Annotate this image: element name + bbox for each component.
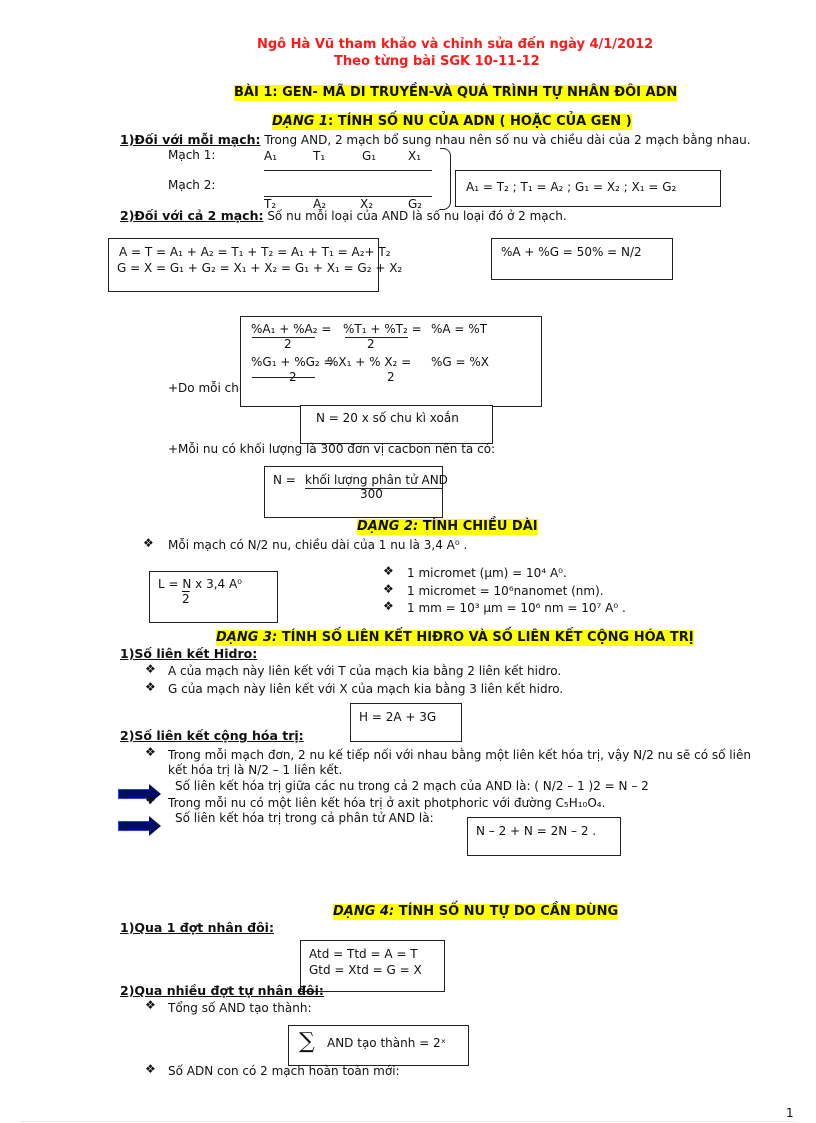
dang3-b2: G của mạch này liên kết với X của mạch k… [168, 682, 564, 696]
strand-1-line [264, 170, 432, 171]
unit-1: 1 micromet (µm) = 10⁴ A⁰. [407, 566, 567, 580]
den: 2 [289, 370, 297, 384]
dang3-b4: Trong mỗi nu có một liên kết hóa trị ở a… [168, 796, 606, 810]
percent-formula: %A + %G = 50% = N/2 [501, 245, 642, 259]
mass-den: 300 [360, 487, 383, 501]
page-footer-rule [20, 1121, 796, 1122]
dang1-s2: 2)Đối với cả 2 mạch: Số nu mỗi loại của … [120, 208, 567, 223]
hydrogen-box: H = 2A + 3G [350, 703, 462, 742]
helix-formula: N = 20 x số chu kì xoắn [316, 411, 459, 425]
free-nu-formula-2: Gtd = Xtd = G = X [309, 963, 422, 977]
pct-g-num1: %G₁ + %G₂ = [251, 355, 334, 369]
free-nu-formula-1: Atd = Ttd = A = T [309, 947, 418, 961]
m2-a: A₂ [313, 197, 327, 211]
strand-2-line [264, 196, 432, 197]
pct-a-num1: %A₁ + %A₂ = [251, 322, 332, 336]
helix-box: N = 20 x số chu kì xoắn [300, 405, 493, 444]
mass-box: N = khối lượng phân tử AND 300 [264, 466, 448, 518]
dang4-b1: Tổng số AND tạo thành: [168, 1001, 312, 1015]
den: 2 [367, 337, 375, 351]
m1-t: T₁ [313, 149, 326, 163]
dang3-arrow2-text: Số liên kết hóa trị trong cả phân tử AND… [175, 811, 434, 825]
total-bond-box: N – 2 + N = 2N – 2 . [467, 817, 621, 856]
dang3-b1: A của mạch này liên kết với T của mạch k… [168, 664, 562, 678]
moi-nu-text: +Mỗi nu có khối lượng là 300 đơn vị cacb… [168, 442, 496, 456]
m1-g: G₁ [362, 149, 377, 163]
m1-x: X₁ [408, 149, 422, 163]
bullet-icon: ❖ [383, 599, 394, 613]
bullet-icon: ❖ [143, 536, 154, 550]
m1-a: A₁ [264, 149, 278, 163]
unit-3: 1 mm = 10³ µm = 10⁶ nm = 10⁷ A⁰ . [407, 601, 626, 615]
m2-t: T₂ [264, 197, 277, 211]
pct-g-rest: %G = %X [431, 355, 490, 369]
header-line-1: Ngô Hà Vũ tham khảo và chỉnh sửa đến ngà… [257, 37, 654, 52]
pair-formula: A₁ = T₂ ; T₁ = A₂ ; G₁ = X₂ ; X₁ = G₂ [466, 180, 677, 194]
dang4-s2: 2)Qua nhiều đợt tự nhân đôi: [120, 983, 324, 998]
dang4-heading: DẠNG 4: TÍNH SỐ NU TỰ DO CẦN DÙNG [333, 904, 619, 920]
bullet-icon: ❖ [145, 680, 156, 694]
sigma-icon: ∑ [299, 1029, 315, 1054]
bullet-icon: ❖ [383, 582, 394, 596]
unit-2: 1 micromet = 10⁶nanomet (nm). [407, 584, 604, 598]
mach2-label: Mạch 2: [168, 178, 216, 192]
sum-formula-box: A = T = A₁ + A₂ = T₁ + T₂ = A₁ + T₁ = A₂… [108, 238, 402, 292]
den: 2 [284, 337, 292, 351]
sum-line-1: A = T = A₁ + A₂ = T₁ + T₂ = A₁ + T₁ = A₂… [119, 245, 391, 259]
dang3-b3a: Trong mỗi mạch đơn, 2 nu kế tiếp nối với… [168, 748, 751, 762]
total-bond-formula: N – 2 + N = 2N – 2 . [476, 824, 597, 838]
dang2-bullet: Mỗi mạch có N/2 nu, chiều dài của 1 nu l… [168, 538, 468, 552]
dang1-s1: 1)Đối với mỗi mạch: Trong AND, 2 mạch bổ… [120, 132, 751, 147]
dang3-heading: DẠNG 3: TÍNH SỐ LIÊN KẾT HIĐRO VÀ SỐ LIÊ… [216, 630, 694, 646]
bullet-icon: ❖ [145, 662, 156, 676]
dang1-heading: DẠNG 1: TÍNH SỐ NU CỦA ADN ( HOẶC CỦA GE… [272, 114, 632, 130]
m2-x: X₂ [360, 197, 374, 211]
percent-detail-box: %A₁ + %A₂ = %T₁ + %T₂ = %A = %T 2 2 %G₁ … [240, 316, 542, 407]
dang2-heading: DẠNG 2: TÍNH CHIỀU DÀI [357, 519, 538, 535]
frac-line [345, 337, 408, 338]
header-line-2: Theo từng bài SGK 10-11-12 [334, 54, 540, 69]
dang3-s2: 2)Số liên kết cộng hóa trị: [120, 728, 304, 743]
bullet-icon: ❖ [145, 998, 156, 1012]
mass-num: khối lượng phân tử AND [305, 473, 448, 487]
do-moi-text: +Do mỗi ch [168, 381, 239, 395]
dang4-s1: 1)Qua 1 đợt nhân đôi: [120, 920, 274, 935]
length-box: L = N x 3,4 A⁰ 2 [149, 571, 278, 623]
brace [440, 148, 451, 210]
dang3-s1: 1)Số liên kết Hidro: [120, 646, 258, 661]
bullet-icon: ❖ [145, 1062, 156, 1076]
arrow-right-icon [118, 816, 161, 836]
hydrogen-formula: H = 2A + 3G [359, 710, 437, 724]
mach1-label: Mạch 1: [168, 148, 216, 162]
sum-line-2: G = X = G₁ + G₂ = X₁ + X₂ = G₁ + X₁ = G₂… [117, 261, 403, 275]
page-number: 1 [786, 1106, 794, 1120]
frac-line [252, 377, 315, 378]
dna-count-formula: AND tạo thành = 2ˣ [327, 1036, 446, 1050]
pct-g-num2: %X₁ + % X₂ = [327, 355, 412, 369]
frac-line [252, 337, 315, 338]
length-formula: L = N x 3,4 A⁰ [158, 577, 242, 591]
arrow-right-icon [118, 784, 161, 804]
pct-a-rest: %A = %T [431, 322, 488, 336]
length-den: 2 [182, 592, 190, 606]
m2-g: G₂ [408, 197, 423, 211]
lesson-title: BÀI 1: GEN- MÃ DI TRUYỀN-VÀ QUÁ TRÌNH TỰ… [234, 85, 678, 101]
free-nu-box: Atd = Ttd = A = T Gtd = Xtd = G = X [300, 940, 445, 992]
pct-a-num2: %T₁ + %T₂ = [343, 322, 422, 336]
mass-lhs: N = [273, 473, 296, 487]
dang4-b2: Số ADN con có 2 mạch hoàn toàn mới: [168, 1064, 400, 1078]
bullet-icon: ❖ [145, 793, 156, 807]
dang3-arrow1-text: Số liên kết hóa trị giữa các nu trong cả… [175, 779, 649, 793]
dna-count-box: ∑ AND tạo thành = 2ˣ [288, 1025, 469, 1066]
den: 2 [387, 370, 395, 384]
bullet-icon: ❖ [383, 564, 394, 578]
pair-formula-box: A₁ = T₂ ; T₁ = A₂ ; G₁ = X₂ ; X₁ = G₂ [455, 170, 721, 207]
bullet-icon: ❖ [145, 745, 156, 759]
dang3-b3b: kết hóa trị là N/2 – 1 liên kết. [168, 763, 343, 777]
frac-line [305, 488, 442, 489]
percent-box: %A + %G = 50% = N/2 [491, 238, 673, 280]
